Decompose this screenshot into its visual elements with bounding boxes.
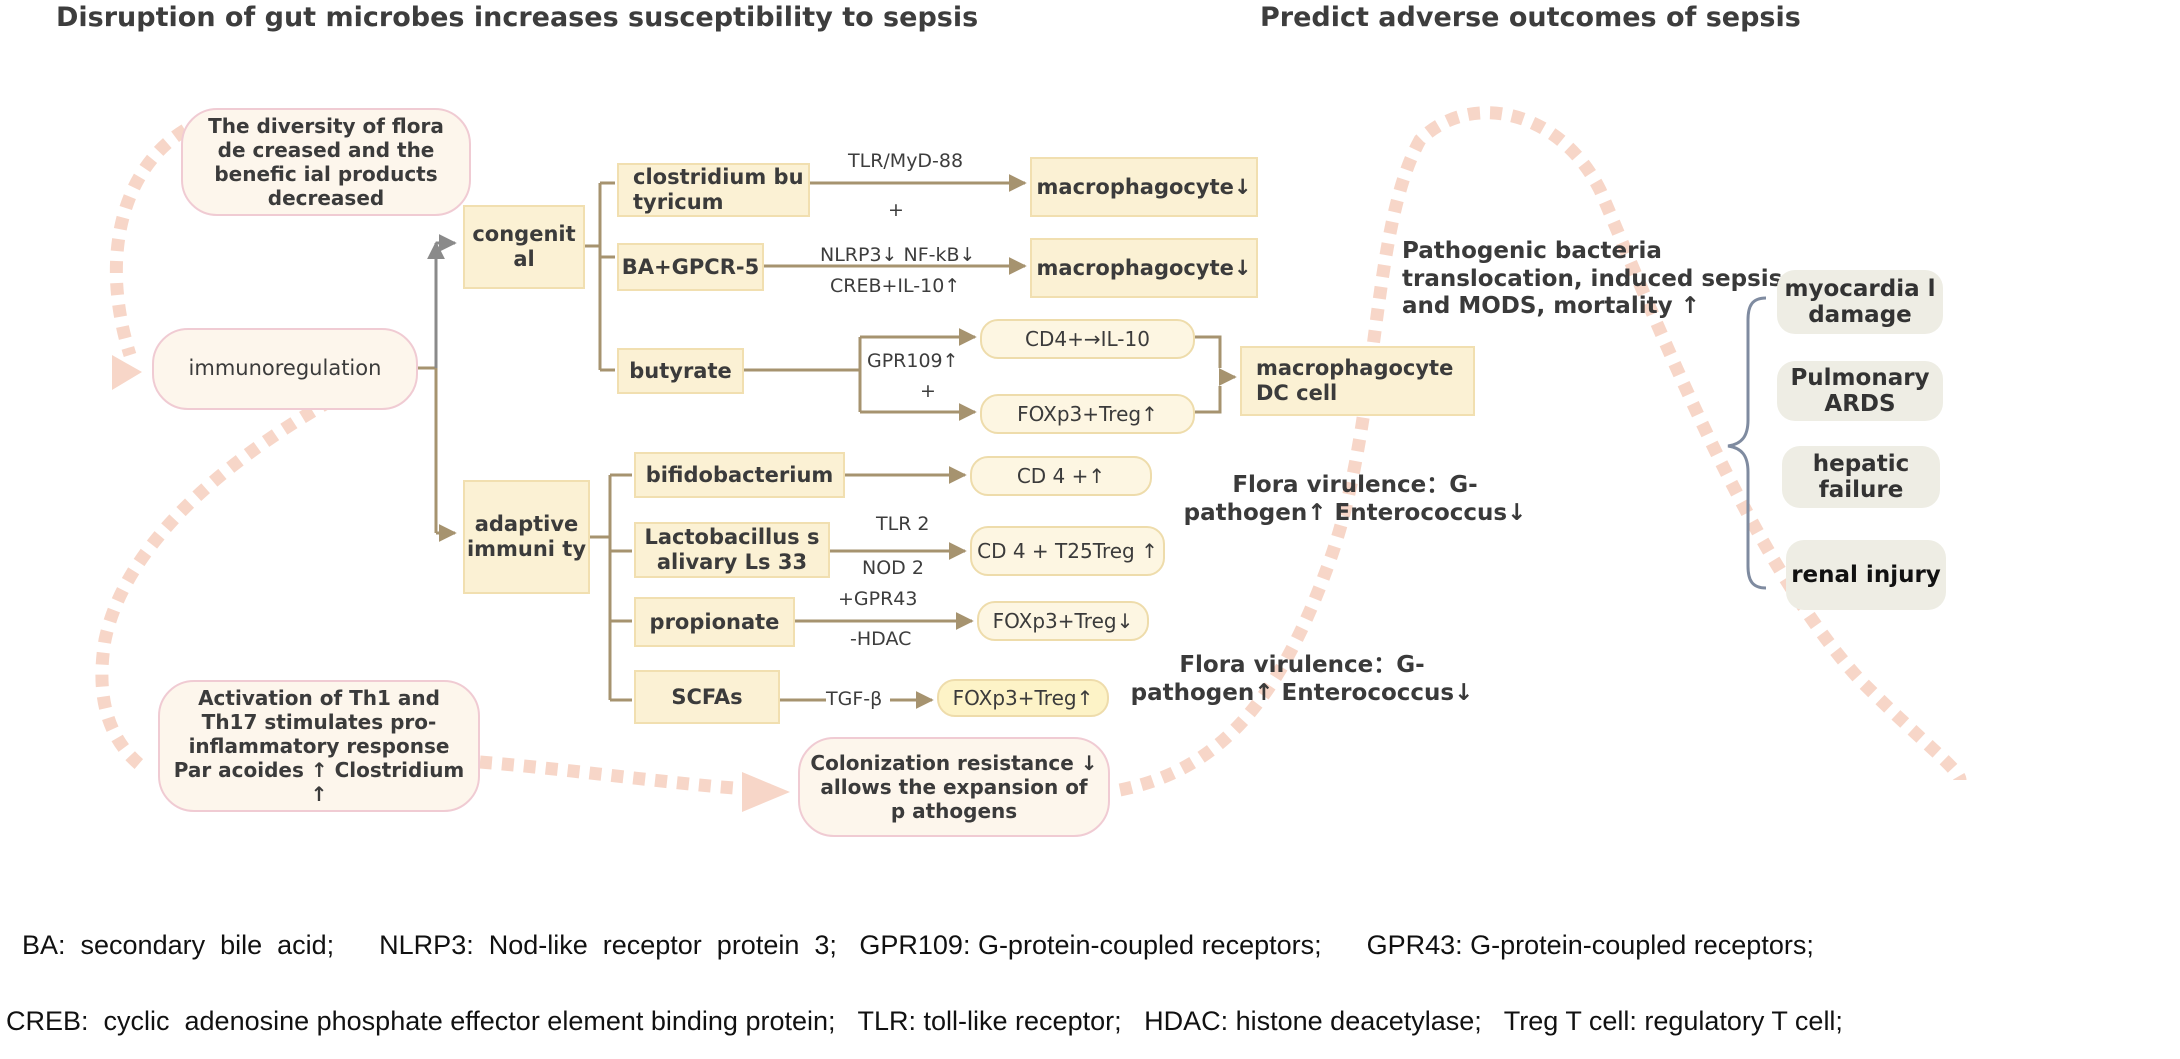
node-cd4-t25treg: CD 4 + T25Treg ↑ <box>970 526 1165 576</box>
node-butyrate: butyrate <box>617 348 744 394</box>
node-foxp3-treg-up-2: FOXp3+Treg↑ <box>937 679 1109 717</box>
organ-hepatic-failure: hepatic failure <box>1782 446 1940 508</box>
decorative-dashed-loop <box>95 106 1967 797</box>
annotation-flora-virulence-1: Flora virulence：G-pathogen↑ Enterococcus… <box>1183 472 1527 526</box>
node-th1-th17: Activation of Th1 and Th17 stimulates pr… <box>158 680 480 812</box>
label-gpr43: +GPR43 <box>838 588 918 610</box>
node-macrophagocyte-2: macrophagocyte↓ <box>1030 238 1258 298</box>
organ-brace <box>1727 296 1767 590</box>
annotation-flora-virulence-2: Flora virulence：G-pathogen↑ Enterococcus… <box>1130 652 1474 706</box>
node-foxp3-treg-up-1: FOXp3+Treg↑ <box>980 394 1195 434</box>
legend-line-2: CREB: cyclic adenosine phosphate effecto… <box>6 1006 1843 1036</box>
node-cd4-il10: CD4+→IL-10 <box>980 319 1195 359</box>
organ-myocardial-damage: myocardia l damage <box>1777 270 1943 334</box>
label-tlr-myd88: TLR/MyD-88 <box>848 150 964 172</box>
node-ba-gpcr5: BA+GPCR-5 <box>617 243 764 291</box>
node-lactobacillus: Lactobacillus s alivary Ls 33 <box>634 522 830 578</box>
label-tlr2: TLR 2 <box>876 513 930 535</box>
legend-line-1: BA: secondary bile acid; NLRP3: Nod-like… <box>22 930 1814 960</box>
node-cd4-up: CD 4 +↑ <box>970 456 1152 496</box>
organ-pulmonary-ards: Pulmonary ARDS <box>1777 361 1943 421</box>
label-nod2: NOD 2 <box>862 557 924 579</box>
node-clostridium: clostridium bu tyricum <box>617 163 810 217</box>
node-colonization-resistance: Colonization resistance ↓ allows the exp… <box>798 737 1110 837</box>
label-plus-2: + <box>920 380 936 402</box>
node-immunoregulation: immunoregulation <box>152 328 418 410</box>
node-bifidobacterium: bifidobacterium <box>634 452 845 498</box>
label-nlrp3-nfkb: NLRP3↓ NF-kB↓ <box>820 244 976 266</box>
node-propionate: propionate <box>634 597 795 647</box>
node-macrophagocyte-dc: macrophagocyte DC cell <box>1240 346 1475 416</box>
node-flora-diversity: The diversity of flora de creased and th… <box>181 108 471 216</box>
organ-renal-injury: renal injury <box>1786 540 1946 610</box>
node-macrophagocyte-1: macrophagocyte↓ <box>1030 157 1258 217</box>
label-plus-1: + <box>888 199 904 221</box>
node-foxp3-treg-down: FOXp3+Treg↓ <box>977 601 1149 641</box>
label-tgf-beta: TGF-β <box>826 688 883 710</box>
node-congenital: congenit al <box>463 205 585 289</box>
annotation-pathogenic-translocation: Pathogenic bacteria translocation, induc… <box>1402 238 1783 320</box>
label-creb-il10: CREB+IL-10↑ <box>830 275 961 297</box>
label-hdac: -HDAC <box>850 628 912 650</box>
heading-left: Disruption of gut microbes increases sus… <box>56 2 979 33</box>
decorative-arrowhead-left <box>112 355 142 390</box>
heading-right: Predict adverse outcomes of sepsis <box>1260 2 1801 33</box>
node-scfas: SCFAs <box>634 670 780 724</box>
decorative-arrowhead-bottom <box>742 772 790 812</box>
node-adaptive-immunity: adaptive immuni ty <box>463 480 590 594</box>
label-gpr109: GPR109↑ <box>867 350 959 372</box>
